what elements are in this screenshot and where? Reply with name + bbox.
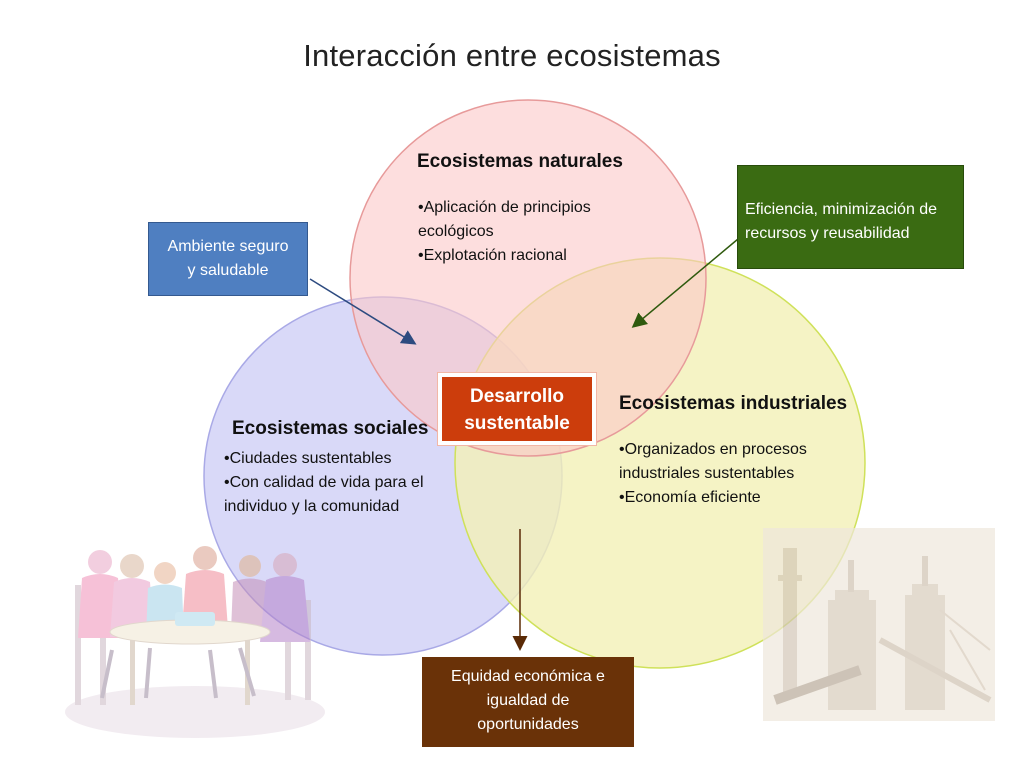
industriales-bullet-3: •Economía eficiente — [619, 489, 761, 506]
naturales-bullet-3: •Explotación racional — [418, 247, 567, 264]
factory-icon — [763, 528, 995, 721]
naturales-bullet-1: •Aplicación de principios — [418, 199, 591, 216]
circle-naturales — [349, 99, 707, 457]
naturales-heading: Ecosistemas naturales — [417, 151, 623, 172]
callout-ambiente: Ambiente seguro y saludable — [148, 222, 308, 296]
callout-equidad-line-2: igualdad de — [486, 692, 570, 709]
industriales-bullet-2: industriales sustentables — [619, 465, 795, 482]
center-line-1: Desarrollo — [470, 386, 564, 407]
sociales-bullet-2: •Con calidad de vida para el — [224, 474, 424, 491]
sociales-bullet-3: individuo y la comunidad — [224, 498, 400, 515]
callout-eficiencia: Eficiencia, minimización de recursos y r… — [737, 165, 964, 269]
callout-eficiencia-line-1: Eficiencia, minimización de — [745, 201, 938, 218]
callout-ambiente-line-1: Ambiente seguro — [167, 238, 289, 255]
center-line-2: sustentable — [464, 413, 570, 434]
callout-equidad-line-3: oportunidades — [477, 716, 579, 733]
callout-eficiencia-line-2: recursos y reusabilidad — [745, 225, 910, 242]
sociales-bullets: •Ciudades sustentables •Con calidad de v… — [224, 447, 424, 519]
industriales-bullet-1: •Organizados en procesos — [619, 441, 807, 458]
callout-ambiente-line-2: y saludable — [187, 262, 269, 279]
callout-equidad: Equidad económica e igualdad de oportuni… — [422, 657, 634, 747]
sociales-heading: Ecosistemas sociales — [232, 418, 429, 439]
naturales-bullet-2: ecológicos — [418, 223, 494, 240]
people-at-table-icon — [65, 546, 325, 738]
industriales-heading: Ecosistemas industriales — [619, 393, 848, 414]
callout-equidad-line-1: Equidad económica e — [451, 668, 605, 685]
arrow-eficiencia — [631, 238, 739, 328]
naturales-bullets: •Aplicación de principios ecológicos •Ex… — [418, 196, 591, 268]
sociales-bullet-1: •Ciudades sustentables — [224, 450, 392, 467]
desarrollo-sustentable-box: Desarrollo sustentable — [437, 372, 597, 446]
industriales-bullets: •Organizados en procesos industriales su… — [619, 438, 807, 510]
page-title: Interacción entre ecosistemas — [303, 38, 721, 73]
desarrollo-sustentable-label: Desarrollo sustentable — [442, 377, 592, 441]
arrow-ambiente — [309, 278, 417, 345]
